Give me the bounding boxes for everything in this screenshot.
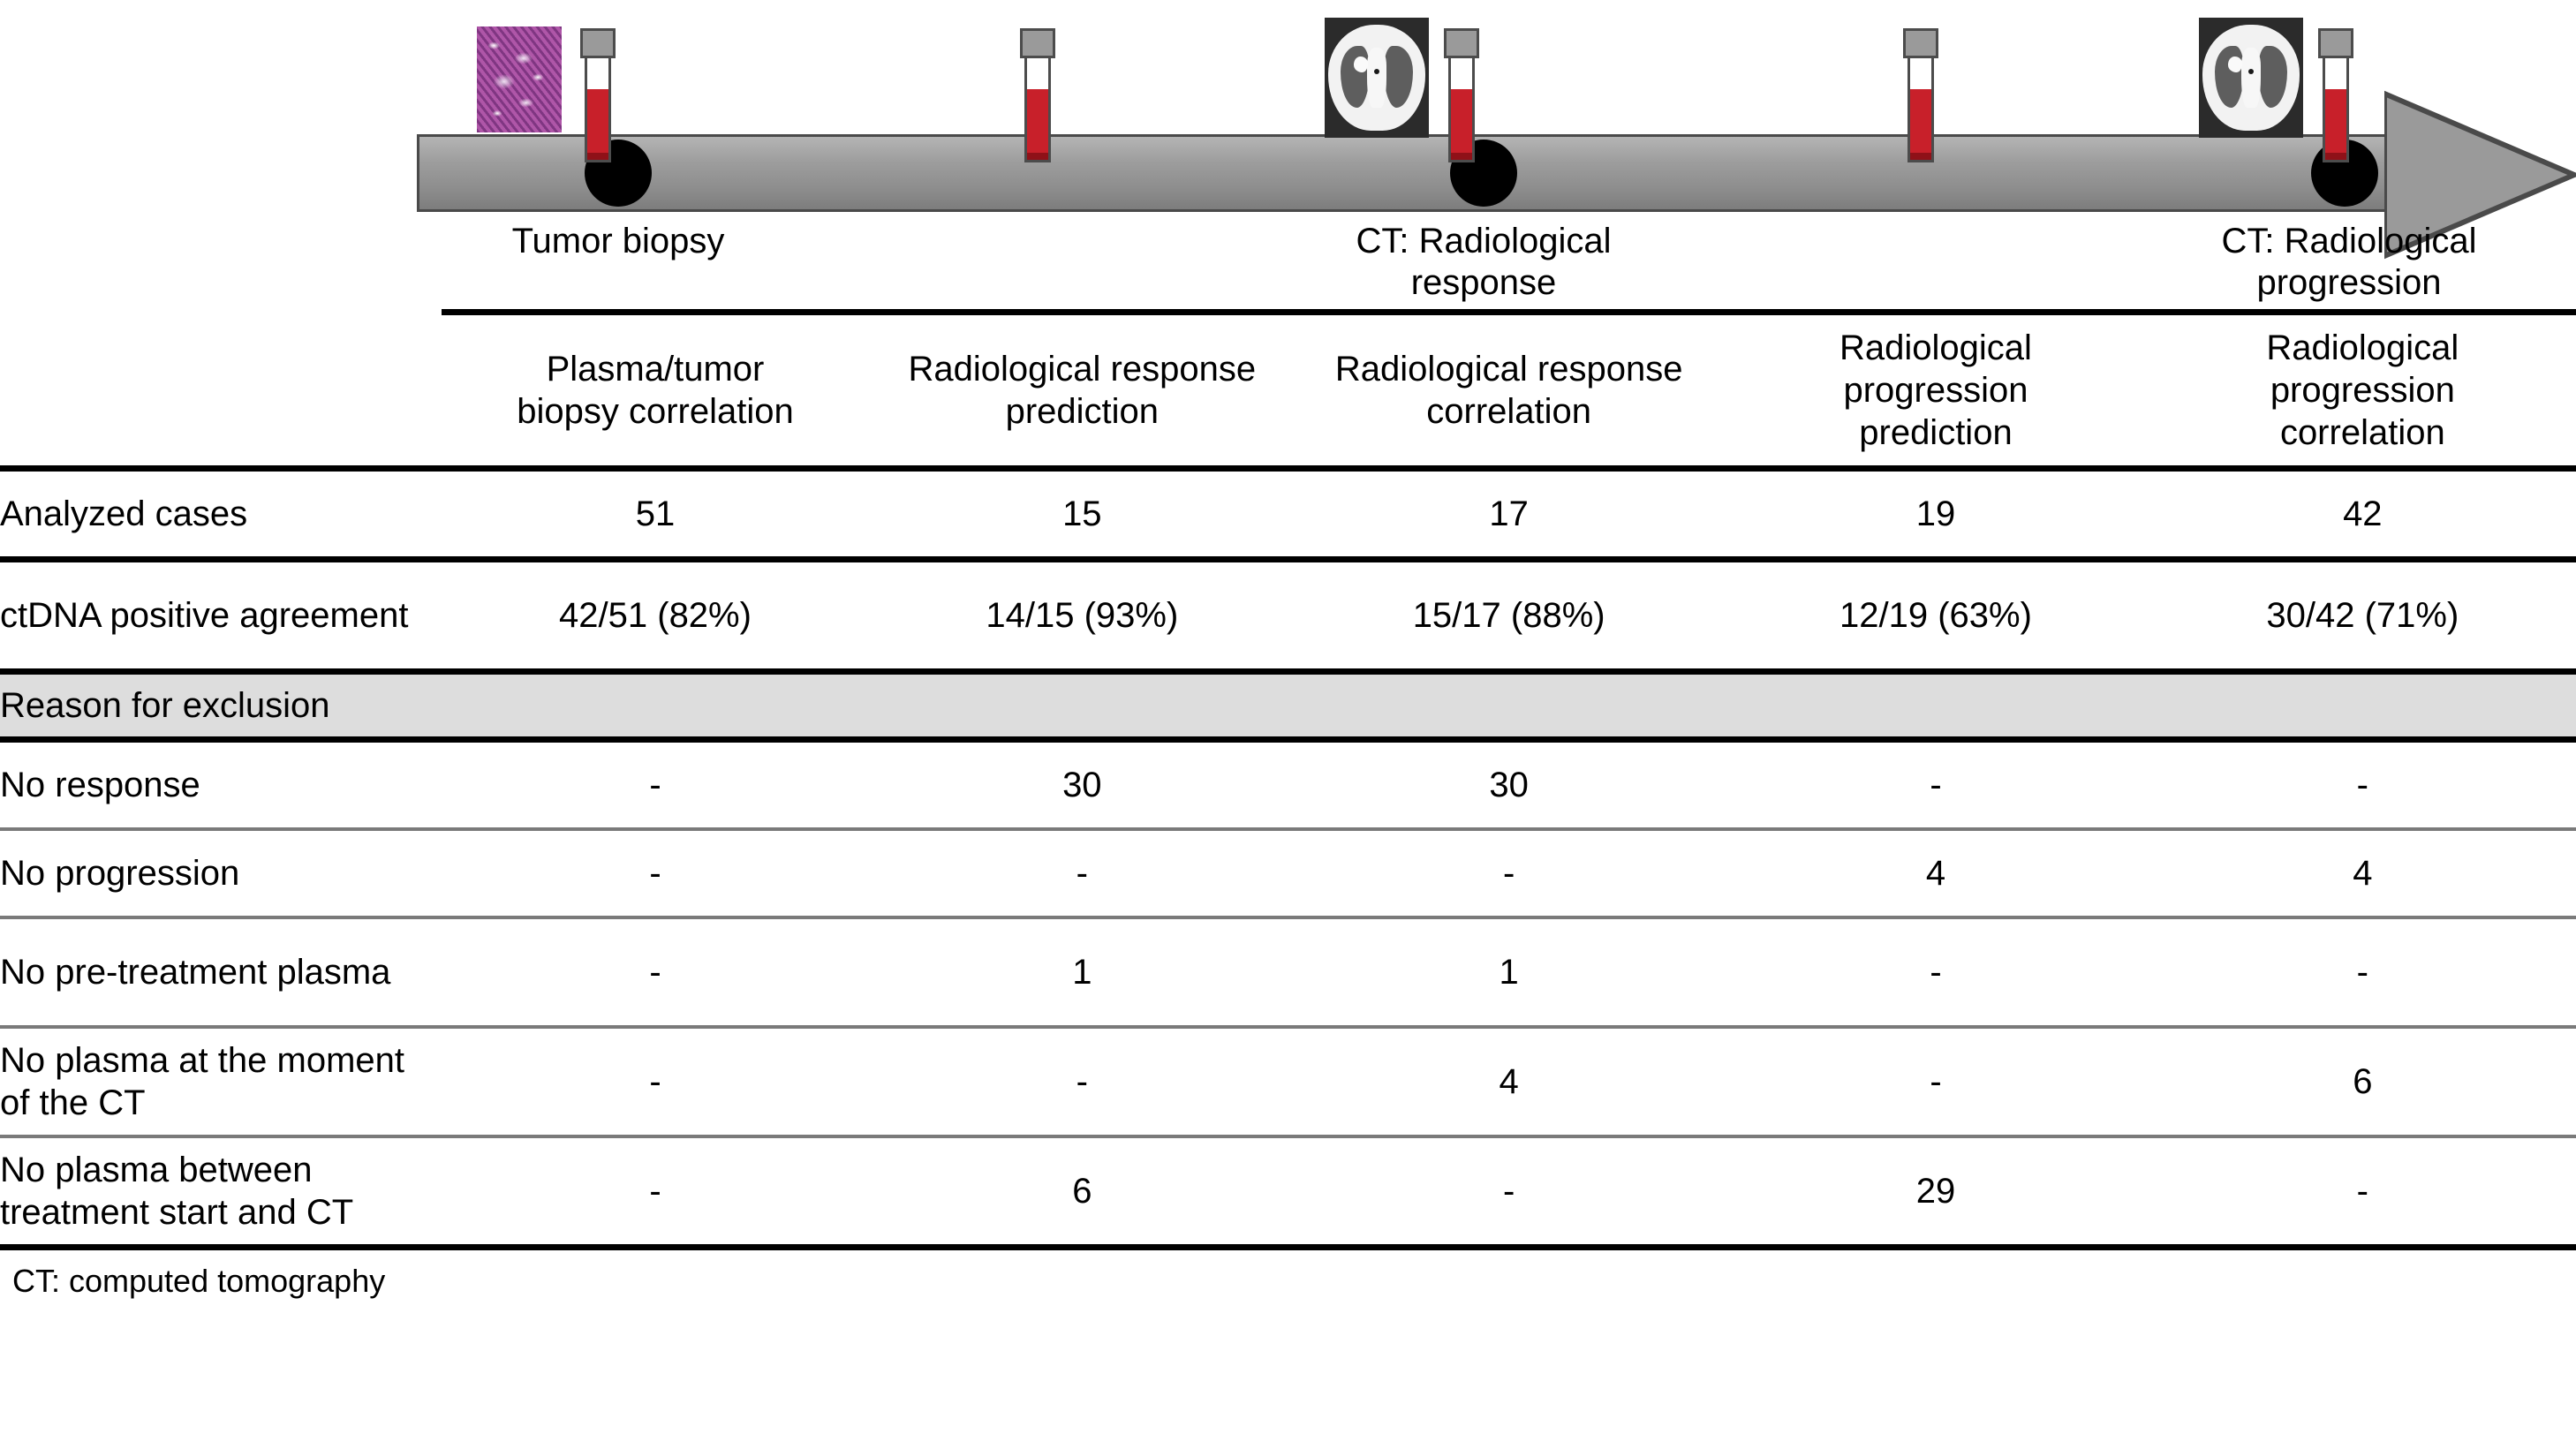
cell-analyzed-cases-c3: 17 [1489, 494, 1529, 533]
blood-tube-icon [1903, 28, 1938, 162]
cell-no-pretreatment-plasma-c3: 1 [1499, 952, 1519, 992]
cell-no-progression-c1: - [649, 853, 661, 893]
row-label-no-plasma-at-ct: No plasma at the moment of the CT [0, 1041, 404, 1122]
cell-no-pretreatment-plasma-c5: - [2356, 952, 2368, 992]
timeline-label-tumor-biopsy: Tumor biopsy [511, 222, 725, 260]
rule-table-bottom [0, 1244, 2576, 1253]
cell-analyzed-cases-c5: 42 [2343, 494, 2383, 533]
section-filler-c5 [2149, 675, 2576, 740]
icon-group-blood-draw-4 [1903, 9, 1960, 162]
section-filler-c2 [868, 675, 1296, 740]
cell-ctdna-agreement-c3: 15/17 (88%) [1412, 595, 1605, 635]
cell-no-pretreatment-plasma-c2: 1 [1072, 952, 1092, 992]
cell-analyzed-cases-c4: 19 [1915, 494, 1956, 533]
cell-no-plasma-between-c1: - [649, 1171, 661, 1211]
icon-group-blood-draw-2 [1020, 9, 1077, 162]
cell-ctdna-agreement-c5: 30/42 (71%) [2266, 595, 2459, 635]
cell-no-progression-c5: 4 [2353, 853, 2373, 893]
rule-above-section [0, 668, 2576, 677]
column-header-plasma-tumor-biopsy-correlation: Plasma/tumor biopsy correlation [517, 350, 794, 431]
section-filler-c1 [442, 675, 869, 740]
row-label-ctdna-positive-agreement: ctDNA positive agreement [0, 596, 409, 635]
row-label-no-pre-treatment-plasma: No pre-treatment plasma [0, 953, 391, 992]
header-rowlabel-blank [0, 315, 442, 469]
ct-scan-icon [1325, 18, 1429, 138]
table-header-row: Plasma/tumor biopsy correlation Radiolog… [0, 315, 2576, 469]
row-label-analyzed-cases: Analyzed cases [0, 494, 248, 533]
cell-no-pretreatment-plasma-c4: - [1930, 952, 1942, 992]
table-footnote: CT: computed tomography [12, 1263, 386, 1299]
cell-no-response-c4: - [1930, 765, 1942, 804]
cell-no-plasma-between-c2: 6 [1072, 1171, 1092, 1211]
table-row-no-plasma-between-treatment-and-ct: No plasma between treatment start and CT… [0, 1138, 2576, 1248]
table-row-analyzed-cases: Analyzed cases 51 15 17 19 42 [0, 472, 2576, 560]
timeline-arrow-head [2384, 90, 2576, 260]
row-label-no-response: No response [0, 766, 200, 804]
column-header-radiological-response-correlation: Radiological response correlation [1334, 350, 1683, 431]
cell-ctdna-agreement-c1: 42/51 (82%) [559, 595, 752, 635]
cell-no-progression-c2: - [1076, 853, 1088, 893]
icon-group-ct-response [1325, 9, 1563, 162]
blood-tube-icon [1444, 28, 1479, 162]
blood-tube-icon [2318, 28, 2353, 162]
row-label-no-progression: No progression [0, 854, 240, 893]
section-filler-c3 [1295, 675, 1723, 740]
cell-no-response-c1: - [649, 765, 661, 804]
column-header-radiological-response-prediction: Radiological response prediction [908, 350, 1257, 431]
results-table: Plasma/tumor biopsy correlation Radiolog… [0, 315, 2576, 1253]
cell-no-plasma-at-ct-c3: 4 [1499, 1061, 1519, 1101]
cell-ctdna-agreement-c2: 14/15 (93%) [986, 595, 1179, 635]
table-row-no-plasma-at-ct: No plasma at the moment of the CT - - 4 … [0, 1029, 2576, 1136]
header-top-rule [442, 309, 2576, 315]
timeline-arrow-shaft [417, 134, 2399, 212]
cell-analyzed-cases-c2: 15 [1062, 494, 1102, 533]
table-row-no-progression: No progression - - - 4 4 [0, 831, 2576, 917]
icon-group-ct-progression [2199, 9, 2437, 162]
cell-ctdna-agreement-c4: 12/19 (63%) [1839, 595, 2032, 635]
cell-no-response-c3: 30 [1489, 765, 1529, 804]
cell-no-plasma-at-ct-c2: - [1076, 1061, 1088, 1101]
cell-no-pretreatment-plasma-c1: - [649, 952, 661, 992]
cell-no-response-c5: - [2356, 765, 2368, 804]
timeline-label-ct-response: CT: Radiological response [1356, 222, 1612, 303]
section-label-reason-for-exclusion: Reason for exclusion [0, 675, 442, 740]
table-section-reason-for-exclusion: Reason for exclusion [0, 675, 2576, 740]
column-header-radiological-progression-correlation: Radiological progression correlation [2266, 328, 2459, 452]
rule-below-analyzed-cases [0, 556, 2576, 565]
results-table-container: Plasma/tumor biopsy correlation Radiolog… [0, 315, 2576, 1300]
cell-no-plasma-between-c3: - [1502, 1171, 1515, 1211]
blood-tube-icon [580, 28, 616, 162]
table-row-ctdna-positive-agreement: ctDNA positive agreement 42/51 (82%) 14/… [0, 562, 2576, 672]
column-header-radiological-progression-prediction: Radiological progression prediction [1839, 328, 2032, 452]
table-row-no-pre-treatment-plasma: No pre-treatment plasma - 1 1 - - [0, 919, 2576, 1027]
table-row-no-response: No response - 30 30 - - [0, 743, 2576, 829]
cell-no-progression-c4: 4 [1925, 853, 1946, 893]
section-filler-c4 [1722, 675, 2149, 740]
cell-no-response-c2: 30 [1062, 765, 1102, 804]
icon-group-tumor-biopsy [477, 9, 706, 162]
blood-tube-icon [1020, 28, 1055, 162]
rule-below-headers [0, 465, 2576, 474]
ct-scan-icon [2199, 18, 2303, 138]
cell-analyzed-cases-c1: 51 [635, 494, 676, 533]
cell-no-plasma-between-c4: 29 [1915, 1171, 1956, 1211]
timeline-label-ct-progression: CT: Radiological progression [2221, 222, 2477, 303]
cell-no-plasma-at-ct-c5: 6 [2353, 1061, 2373, 1101]
row-label-no-plasma-between-treatment-and-ct: No plasma between treatment start and CT [0, 1151, 354, 1232]
cell-no-plasma-at-ct-c4: - [1930, 1061, 1942, 1101]
cell-no-plasma-between-c5: - [2356, 1171, 2368, 1211]
cell-no-progression-c3: - [1502, 853, 1515, 893]
rule-below-section [0, 736, 2576, 745]
cell-no-plasma-at-ct-c1: - [649, 1061, 661, 1101]
histology-slide-icon [477, 26, 562, 132]
study-timeline: Tumor biopsy CT: Radiological response C… [0, 0, 2576, 327]
